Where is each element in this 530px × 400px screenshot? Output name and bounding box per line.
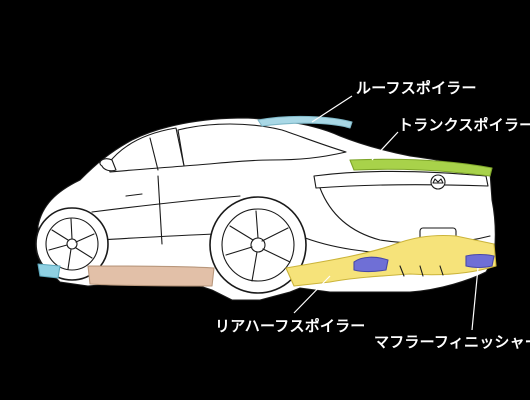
front-wheel-rim [45, 217, 99, 271]
diffuser-fins [399, 265, 444, 277]
rear-wheel-tire [209, 196, 307, 294]
trunk-spoiler-part [349, 158, 493, 177]
door-crease [91, 195, 241, 213]
rear-half-spoiler-label: リアハーフスポイラー [215, 317, 366, 335]
trunk-spoiler-label: トランクスポイラー [398, 116, 530, 134]
door-handle [125, 193, 143, 197]
side-windows [107, 127, 185, 173]
muffler-finisher-leader [471, 267, 479, 331]
door-seam [157, 175, 163, 245]
rear-half-spoiler-part [285, 234, 497, 287]
rear-wheel-spokes [225, 210, 291, 282]
window-pillar [149, 137, 159, 171]
trunk-spoiler-leader [371, 131, 399, 161]
rear-half-spoiler-leader [293, 275, 331, 314]
rear-wheel-rim [221, 208, 295, 282]
front-lip-part [37, 263, 61, 279]
roof-spoiler-part [257, 115, 353, 129]
muffler-finisher-left [353, 256, 389, 273]
roof-spoiler-leader [311, 95, 353, 123]
emblem-crown [432, 178, 444, 184]
side-skirt-part [87, 265, 215, 287]
roof-spoiler-label: ルーフスポイラー [356, 79, 477, 97]
front-wheel-spokes [48, 218, 95, 270]
muffler-finisher-label: マフラーフィニッシャー [374, 333, 530, 351]
muffler-finisher-right [465, 253, 495, 269]
rear-windshield [177, 123, 347, 167]
door-line [99, 233, 215, 241]
mirror [99, 158, 117, 172]
